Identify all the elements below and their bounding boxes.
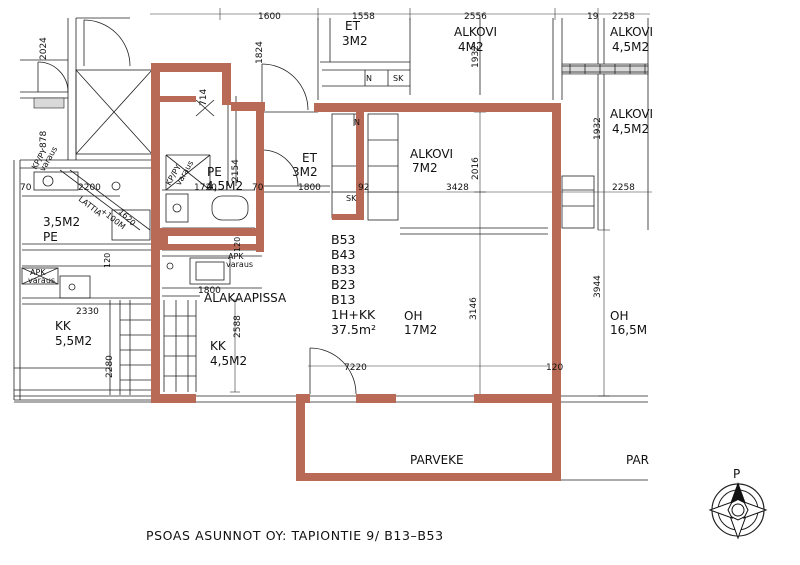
apartment-area: 37.5m²: [331, 322, 376, 337]
background-linework: [13, 8, 652, 481]
alkovi-right2-name: ALKOVI: [610, 107, 653, 121]
dim-92: 92: [358, 183, 369, 193]
fixture-varaus-3: varaus: [28, 276, 55, 285]
alkovi-right1-name: ALKOVI: [610, 25, 653, 39]
apartment-walls: [151, 63, 561, 481]
et-name: ET: [302, 151, 318, 165]
kk-left-name: KK: [55, 319, 72, 333]
dimension-labels: 1600 1558 2556 19 2258 2024 1824 714 878…: [20, 12, 635, 378]
apartment-code-3: B33: [331, 262, 355, 277]
kk-left-area: 5,5M2: [55, 334, 92, 348]
dim-1558: 1558: [352, 12, 375, 22]
dim-70-b: 70: [252, 183, 264, 193]
apartment-code-4: B23: [331, 277, 355, 292]
dim-2024: 2024: [39, 37, 49, 60]
north-compass-icon: P: [708, 467, 768, 540]
alkovi-right1-area: 4,5M2: [612, 40, 649, 54]
alkovi-right2-area: 4,5M2: [612, 122, 649, 136]
dim-120-b: 120: [233, 237, 242, 252]
compass-north-label: P: [733, 467, 740, 481]
kk-main-area: 4,5M2: [210, 354, 247, 368]
oh-main-name: OH: [404, 309, 422, 323]
apartment-code-2: B43: [331, 247, 355, 262]
pe-left-name: PE: [43, 230, 58, 244]
dim-3944: 3944: [593, 275, 603, 298]
dim-714: 714: [199, 89, 209, 106]
dim-2258: 2258: [612, 183, 635, 193]
dim-1932: 1932: [593, 117, 603, 140]
dim-1932-top: 1932: [471, 45, 481, 68]
et-top-area: 3M2: [342, 34, 368, 48]
dim-19: 19: [587, 12, 599, 22]
alakaapissa-label: ALAKAAPISSA: [204, 291, 287, 305]
apartment-code-block: B53 B43 B33 B23 B13 1H+KK 37.5m²: [331, 232, 376, 337]
dim-120-a: 120: [103, 253, 112, 268]
alkovi-top-name: ALKOVI: [454, 25, 497, 39]
dim-3146: 3146: [469, 297, 479, 320]
dim-2556: 2556: [464, 12, 487, 22]
parveke-label: PARVEKE: [410, 453, 464, 467]
et-top-name: ET: [345, 19, 361, 33]
fixture-apk-2: APK: [228, 252, 244, 261]
dim-1824: 1824: [255, 41, 265, 64]
fixture-lattia: LATTIA: [77, 194, 104, 218]
dim-2258-top: 2258: [612, 12, 635, 22]
dim-2588: 2588: [233, 315, 243, 338]
plan-caption: PSOAS ASUNNOT OY: TAPIONTIE 9/ B13–B53: [146, 528, 444, 543]
oh-right-name: OH: [610, 309, 628, 323]
dim-7220: 7220: [344, 363, 367, 373]
alkovi-main-name: ALKOVI: [410, 147, 453, 161]
dim-2154: 2154: [231, 159, 241, 182]
dim-70-a: 70: [20, 183, 32, 193]
alkovi-main-area: 7M2: [412, 161, 438, 175]
pe-main-area: 4,5M2: [206, 179, 243, 193]
alkovi-top-area: 4M2: [458, 40, 484, 54]
oh-right-area: 16,5M: [610, 323, 647, 337]
apartment-type: 1H+KK: [331, 307, 376, 322]
fixture-n2: N: [354, 118, 360, 127]
dim-2280: 2280: [105, 355, 115, 378]
fixture-sk1: SK: [393, 74, 404, 83]
dim-1800-et: 1800: [298, 183, 321, 193]
pe-left-area: 3,5M2: [43, 215, 80, 229]
dim-2016: 2016: [471, 157, 481, 180]
kk-main-name: KK: [210, 339, 227, 353]
dim-120-c: 120: [546, 363, 563, 373]
apartment-code-5: B13: [331, 292, 355, 307]
fixture-varaus-4: varaus: [226, 260, 253, 269]
dim-1800-kk: 1800: [198, 286, 221, 296]
dim-2330: 2330: [76, 307, 99, 317]
et-area: 3M2: [292, 165, 318, 179]
dim-1720: 1720: [194, 183, 217, 193]
dim-3428: 3428: [446, 183, 469, 193]
fixture-n1: N: [366, 74, 372, 83]
pe-main-name: PE: [207, 165, 222, 179]
fixture-apk-1: APK: [30, 268, 46, 277]
dim-2200: 2200: [78, 183, 101, 193]
dim-1600: 1600: [258, 12, 281, 22]
oh-main-area: 17M2: [404, 323, 437, 337]
parveke-right-label: PAR: [626, 453, 649, 467]
apartment-code-1: B53: [331, 232, 355, 247]
dim-878: 878: [39, 131, 49, 148]
fixture-sk2: SK: [346, 194, 357, 203]
